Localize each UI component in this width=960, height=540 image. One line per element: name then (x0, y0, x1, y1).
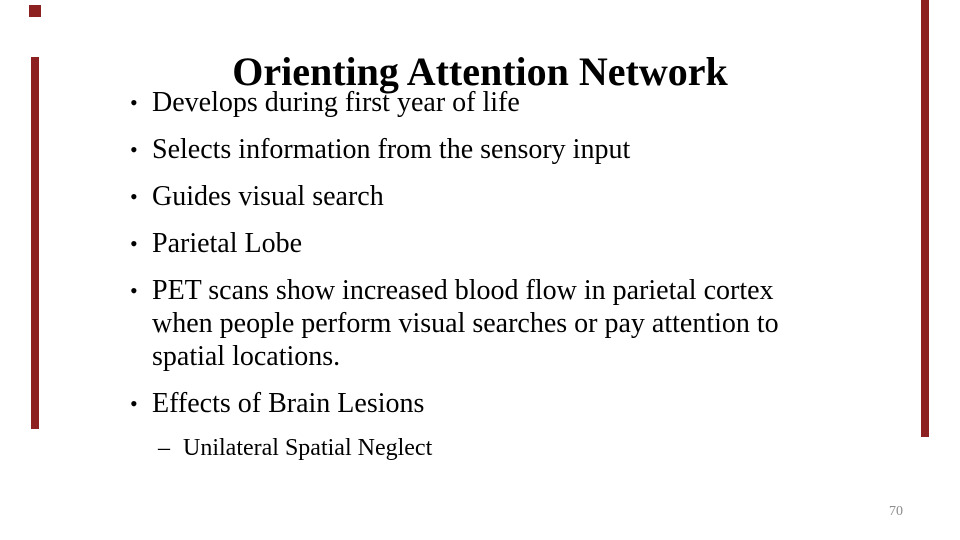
sub-bullet-marker: – (158, 435, 170, 461)
bullet-item: • Guides visual search (130, 180, 790, 213)
bullet-text: PET scans show increased blood flow in p… (152, 275, 779, 372)
page-number: 70 (889, 504, 903, 519)
bullet-text: Develops during first year of life (152, 87, 520, 118)
sub-bullet-text: Unilateral Spatial Neglect (183, 435, 433, 461)
bullet-text: Guides visual search (152, 181, 384, 212)
bullet-text: Selects information from the sensory inp… (152, 134, 631, 165)
bullet-item: • Selects information from the sensory i… (130, 133, 790, 166)
right-accent-bar (921, 0, 929, 437)
sub-bullet-item: – Unilateral Spatial Neglect (158, 434, 790, 463)
bullet-list: • Develops during first year of life • S… (130, 86, 790, 463)
bullet-text: Effects of Brain Lesions (152, 388, 425, 419)
left-accent-square (29, 5, 41, 17)
slide-title: Orienting Attention Network (232, 48, 728, 94)
bullet-marker: • (130, 391, 138, 416)
bullet-marker: • (130, 137, 138, 162)
bullet-marker: • (130, 278, 138, 303)
bullet-marker: • (130, 90, 138, 115)
bullet-item: • Parietal Lobe (130, 227, 790, 260)
left-accent-bar (31, 57, 39, 429)
bullet-marker: • (130, 231, 138, 256)
bullet-marker: • (130, 184, 138, 209)
bullet-item: • PET scans show increased blood flow in… (130, 274, 790, 373)
bullet-text: Parietal Lobe (152, 228, 303, 259)
bullet-item: • Effects of Brain Lesions (130, 387, 790, 420)
bullet-item: • Develops during first year of life (130, 86, 790, 119)
